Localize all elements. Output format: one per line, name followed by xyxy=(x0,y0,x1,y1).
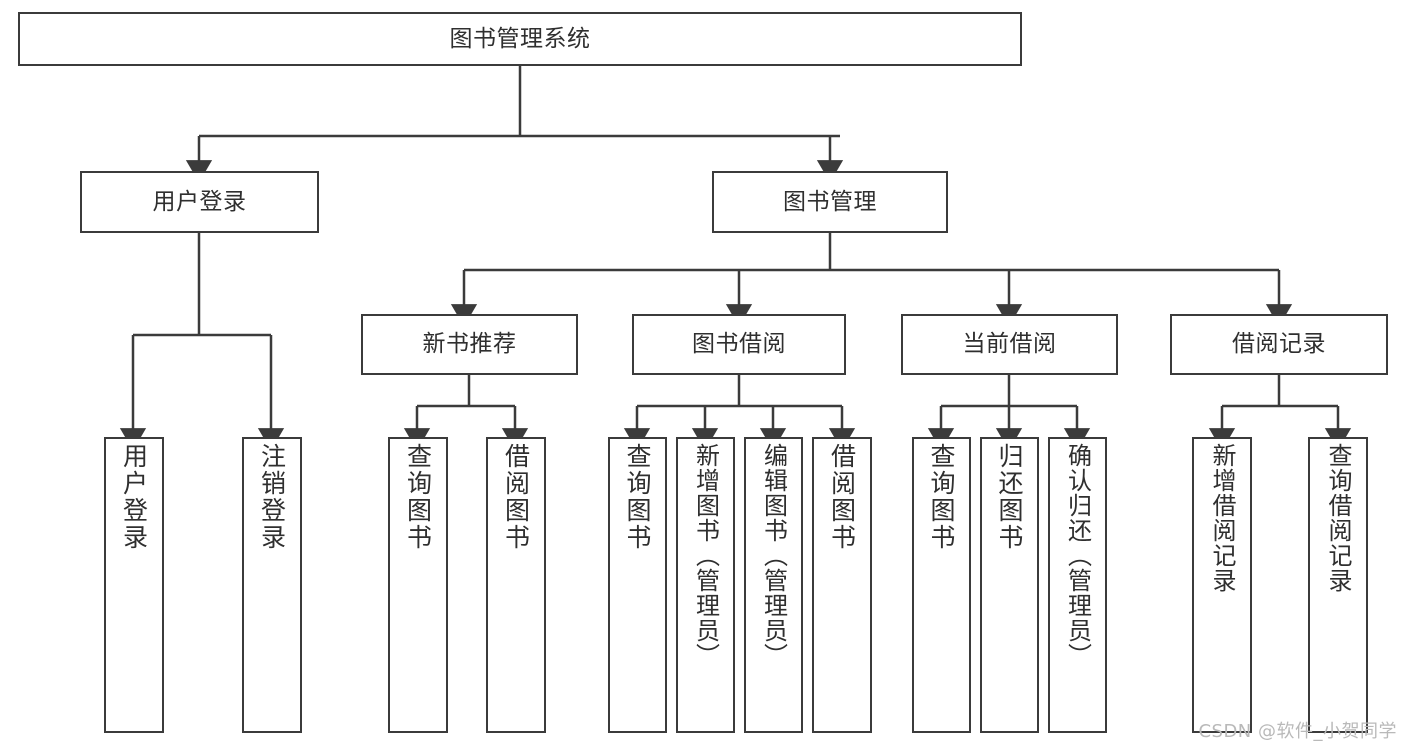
csdn-watermark: CSDN @软件_小贺同学 xyxy=(1198,721,1397,742)
node-leaf-confirm-return-label: 确认归还（管理员） xyxy=(1063,443,1092,668)
node-book-management[interactable]: 图书管理 xyxy=(712,171,948,233)
node-leaf-confirm-return[interactable]: 确认归还（管理员） xyxy=(1048,437,1107,733)
node-leaf-query-book-2[interactable]: 查询图书 xyxy=(608,437,667,733)
node-root[interactable]: 图书管理系统 xyxy=(18,12,1022,66)
node-leaf-query-record[interactable]: 查询借阅记录 xyxy=(1308,437,1368,733)
node-user-login-label: 用户登录 xyxy=(152,188,247,215)
node-leaf-query-book-1[interactable]: 查询图书 xyxy=(388,437,448,733)
node-leaf-add-record-label: 新增借阅记录 xyxy=(1208,443,1236,593)
node-current-borrow-label: 当前借阅 xyxy=(962,331,1057,358)
node-leaf-borrow-book-1-label: 借阅图书 xyxy=(501,443,531,551)
node-leaf-return-book-label: 归还图书 xyxy=(995,443,1024,551)
node-user-login[interactable]: 用户登录 xyxy=(80,171,319,233)
node-leaf-query-book-2-label: 查询图书 xyxy=(623,443,652,551)
node-leaf-user-login-label: 用户登录 xyxy=(119,443,149,551)
node-leaf-user-login[interactable]: 用户登录 xyxy=(104,437,164,733)
node-leaf-user-logout-label: 注销登录 xyxy=(257,443,287,551)
node-new-book-recommend[interactable]: 新书推荐 xyxy=(361,314,578,375)
node-leaf-query-record-label: 查询借阅记录 xyxy=(1324,443,1352,593)
node-book-borrow-label: 图书借阅 xyxy=(692,331,786,358)
node-leaf-add-book[interactable]: 新增图书（管理员） xyxy=(676,437,735,733)
node-leaf-add-record[interactable]: 新增借阅记录 xyxy=(1192,437,1252,733)
node-leaf-return-book[interactable]: 归还图书 xyxy=(980,437,1039,733)
node-leaf-edit-book[interactable]: 编辑图书（管理员） xyxy=(744,437,803,733)
node-leaf-query-book-1-label: 查询图书 xyxy=(403,443,433,551)
node-borrow-record[interactable]: 借阅记录 xyxy=(1170,314,1388,375)
node-root-label: 图书管理系统 xyxy=(449,25,591,52)
node-leaf-edit-book-label: 编辑图书（管理员） xyxy=(759,443,788,668)
node-leaf-user-logout[interactable]: 注销登录 xyxy=(242,437,302,733)
node-leaf-query-book-3-label: 查询图书 xyxy=(927,443,956,551)
node-borrow-record-label: 借阅记录 xyxy=(1232,331,1326,358)
node-leaf-add-book-label: 新增图书（管理员） xyxy=(691,443,720,668)
node-leaf-borrow-book-1[interactable]: 借阅图书 xyxy=(486,437,546,733)
node-leaf-borrow-book-2[interactable]: 借阅图书 xyxy=(812,437,872,733)
node-current-borrow[interactable]: 当前借阅 xyxy=(901,314,1118,375)
node-book-management-label: 图书管理 xyxy=(783,188,877,215)
node-book-borrow[interactable]: 图书借阅 xyxy=(632,314,846,375)
node-new-book-recommend-label: 新书推荐 xyxy=(422,331,517,358)
node-leaf-query-book-3[interactable]: 查询图书 xyxy=(912,437,971,733)
node-leaf-borrow-book-2-label: 借阅图书 xyxy=(827,443,857,551)
